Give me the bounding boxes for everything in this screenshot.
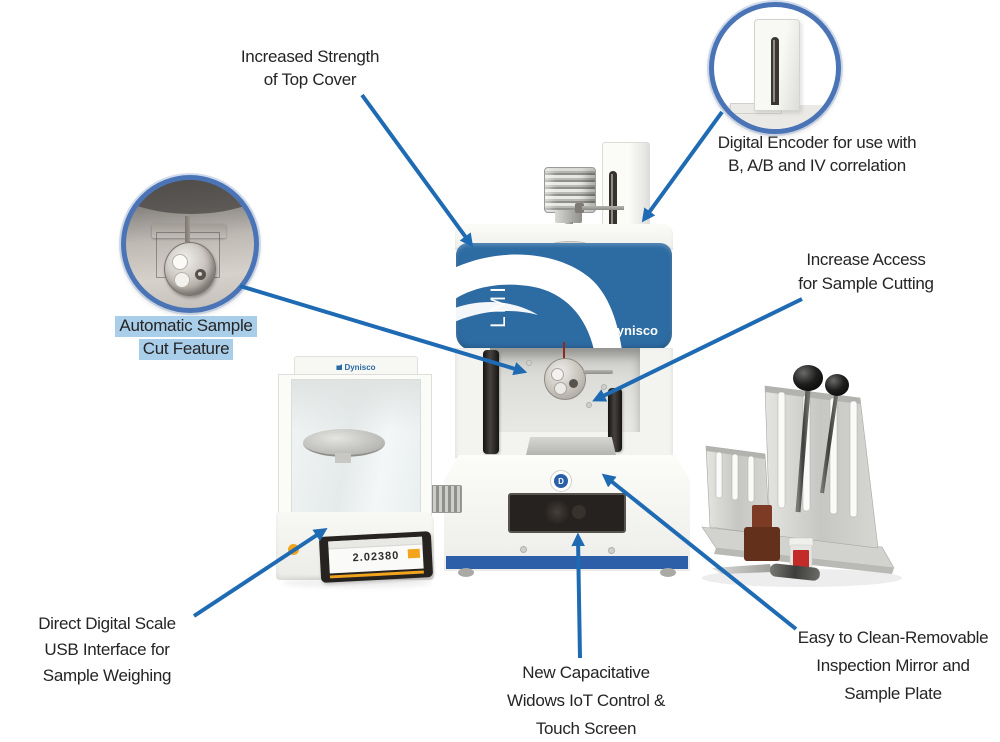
inset-pin — [185, 216, 190, 242]
dynisco-logo: Dynisco — [593, 323, 658, 338]
glass-door — [291, 379, 421, 513]
callout-digital-encoder: Digital Encoder for use with B, A/B and … — [710, 131, 924, 177]
inset-cutter-disc — [164, 242, 216, 296]
arm-clamp — [575, 203, 584, 213]
stand-slot — [777, 391, 786, 509]
screen-reflection — [572, 505, 586, 519]
glass-reflection — [292, 380, 420, 432]
stand-slot — [715, 451, 723, 499]
encoder-rod — [611, 174, 613, 232]
inset-sample-cutter — [121, 175, 259, 313]
callout-line: Sample Weighing — [42, 666, 172, 685]
callout-line: Inspection Mirror and — [816, 656, 970, 675]
left-guide-rail — [483, 350, 499, 454]
scale-brand-icon — [336, 364, 343, 370]
piston-rod-tool — [795, 389, 811, 513]
encoder-arm — [582, 206, 624, 210]
cutter-hole — [551, 368, 564, 381]
cutter-needle — [563, 342, 565, 360]
cutter-hole — [554, 382, 567, 395]
cutter-hub — [569, 379, 578, 388]
callout-line: New Capacitative — [522, 663, 650, 682]
tool-stand — [701, 365, 902, 587]
callout-line: USB Interface for — [44, 640, 170, 659]
stand-slot — [849, 400, 858, 518]
stand-slot — [731, 453, 739, 501]
brand-name: Dynisco — [607, 323, 658, 338]
callout-digital-scale: Direct Digital Scale USB Interface for S… — [14, 611, 200, 689]
scale-screen: 2.02380 — [328, 536, 424, 574]
right-guide-rail — [608, 388, 622, 452]
highlighted-text: Automatic Sample — [115, 316, 257, 337]
badge-icon: D — [554, 474, 568, 488]
inset-hub-screw — [198, 272, 202, 276]
inset-encoder-rod — [773, 40, 775, 102]
callout-line: Easy to Clean-Removable — [797, 628, 989, 647]
machine-foot — [660, 568, 676, 577]
inset-encoder-slot — [771, 37, 779, 105]
callout-line: Increased Strength — [240, 47, 380, 66]
digital-scale: Dynisco 2.02380 — [276, 354, 434, 588]
callout-line: Widows IoT Control & — [506, 691, 666, 710]
machine-foot — [458, 568, 474, 577]
callout-line: Direct Digital Scale — [38, 614, 176, 633]
stand-slot — [747, 455, 755, 503]
scale-indicator-dot — [288, 544, 299, 555]
ball-handle — [793, 365, 823, 391]
ball-handle — [825, 374, 849, 396]
callout-line: B, A/B and IV correlation — [728, 156, 906, 175]
screen-reflection — [544, 499, 570, 525]
stand-short-flange — [706, 446, 765, 459]
draft-shield — [278, 374, 432, 518]
weight-stack — [544, 167, 596, 213]
weight-collar — [555, 210, 582, 223]
sample-cutter-disc — [544, 358, 586, 400]
callout-inspection-mirror: Easy to Clean-Removable Inspection Mirro… — [794, 624, 992, 708]
die-holder-top — [752, 505, 772, 529]
inset-cutter-hub — [195, 269, 206, 280]
base-stripe — [446, 556, 688, 569]
die-holder-base — [744, 527, 780, 561]
inset-cutter-hole — [174, 272, 190, 288]
cutter-arm — [583, 370, 613, 374]
inset-digital-encoder — [709, 2, 841, 134]
side-knob — [426, 485, 462, 513]
piston-rod-tool — [820, 395, 838, 494]
callout-line: Touch Screen — [535, 719, 637, 738]
callout-automatic-cut: Automatic Sample Cut Feature — [96, 314, 276, 360]
plate-pedestal — [335, 453, 351, 463]
callout-touch-screen: New Capacitative Widows IoT Control & To… — [493, 659, 679, 742]
inset-cutter-hole — [172, 254, 188, 270]
touch-screen — [508, 493, 626, 533]
badge: D — [550, 470, 572, 492]
screw — [608, 547, 615, 554]
screw — [586, 402, 592, 408]
inset-chamber-ceiling — [126, 180, 254, 214]
screw — [601, 384, 607, 390]
front-panel: LMI Dynisco — [456, 243, 672, 350]
callout-line: Increase Access — [806, 250, 926, 269]
callout-line: Sample Plate — [844, 684, 942, 703]
scale-shadow — [282, 578, 432, 588]
model-label: LMI — [487, 284, 510, 329]
scale-display: 2.02380 — [318, 531, 434, 583]
callout-line: for Sample Cutting — [798, 274, 934, 293]
screw — [520, 546, 527, 553]
callout-top-cover: Increased Strength of Top Cover — [210, 45, 410, 91]
dynisco-logo-icon — [593, 325, 605, 336]
callout-sample-access: Increase Access for Sample Cutting — [772, 248, 960, 296]
screen-header — [328, 536, 423, 550]
callout-line: Digital Encoder for use with — [717, 133, 917, 152]
highlighted-text: Cut Feature — [138, 339, 234, 360]
screw — [526, 360, 532, 366]
callout-line: of Top Cover — [263, 70, 357, 89]
encoder-slot — [609, 171, 617, 235]
scale-brand: Dynisco — [344, 362, 376, 372]
screen-button — [407, 548, 421, 559]
lmi-machine: LMI Dynisco D — [426, 142, 690, 578]
